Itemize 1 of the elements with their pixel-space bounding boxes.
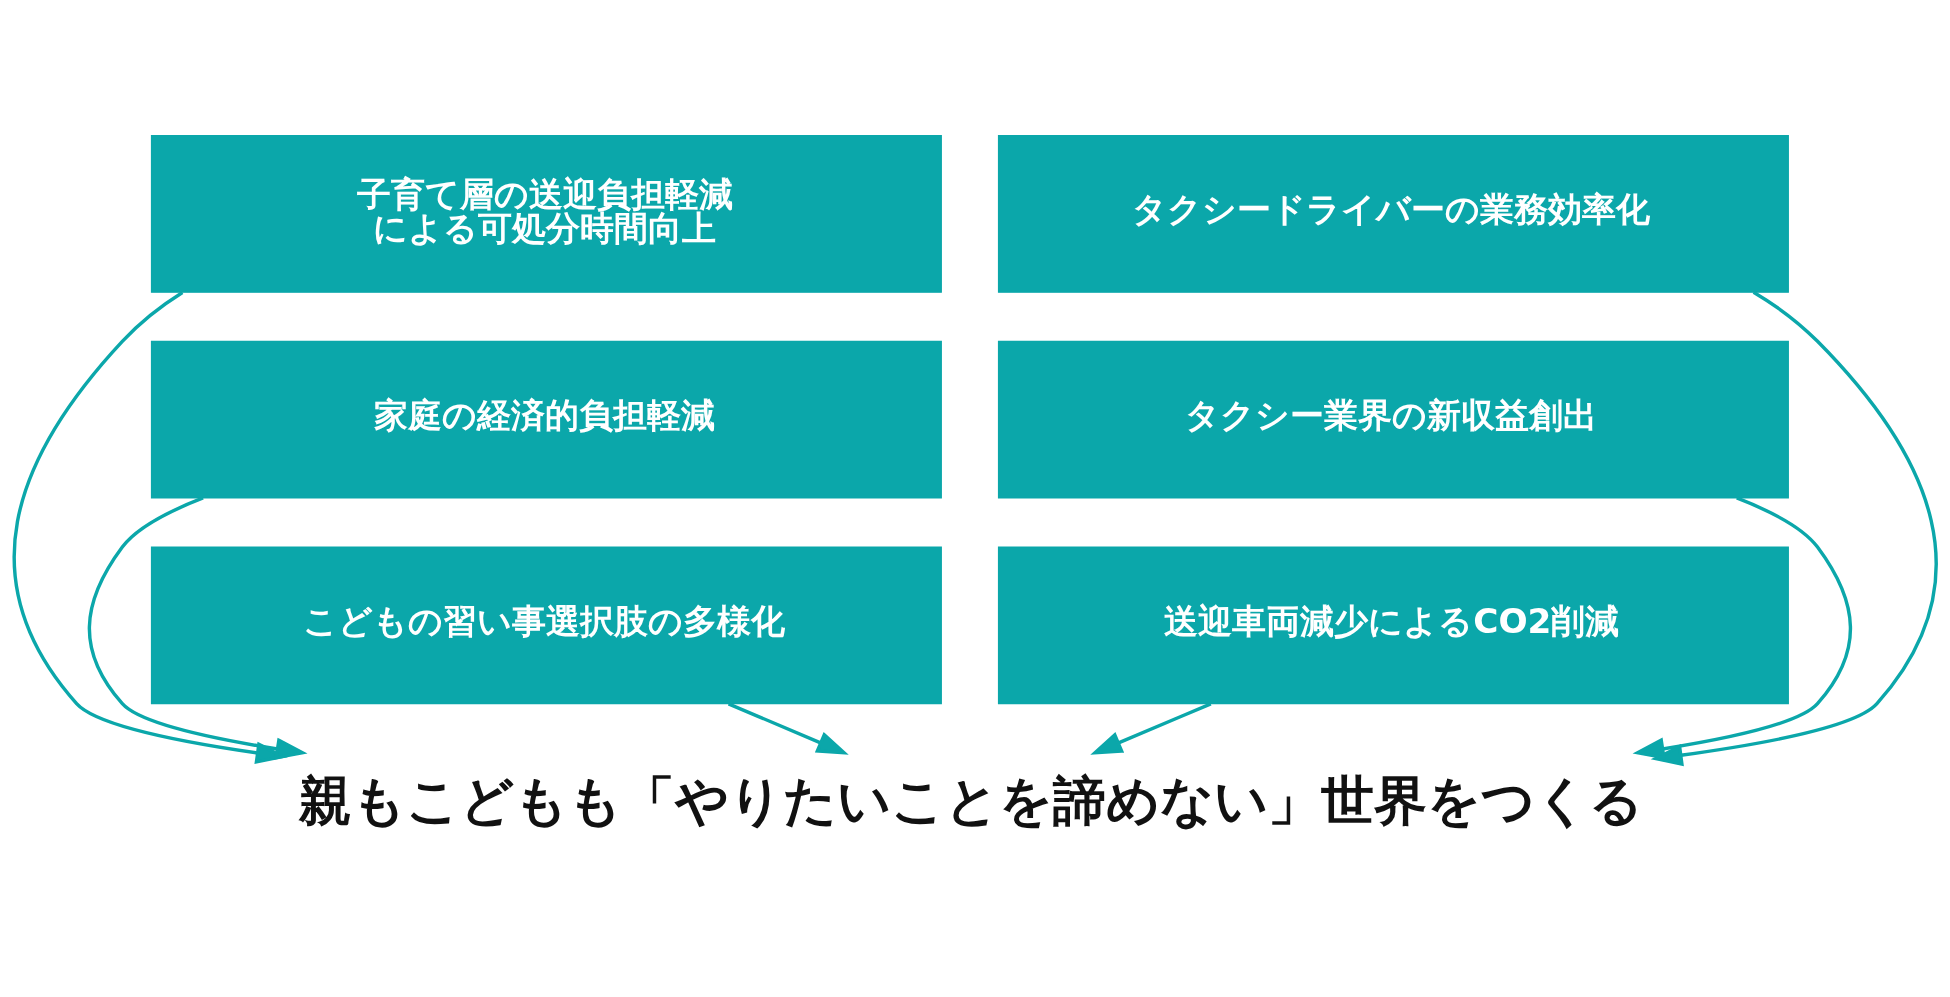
node-text: 親もこどもも「やりたいことを諦めない」世界をつくる (298, 769, 1643, 831)
